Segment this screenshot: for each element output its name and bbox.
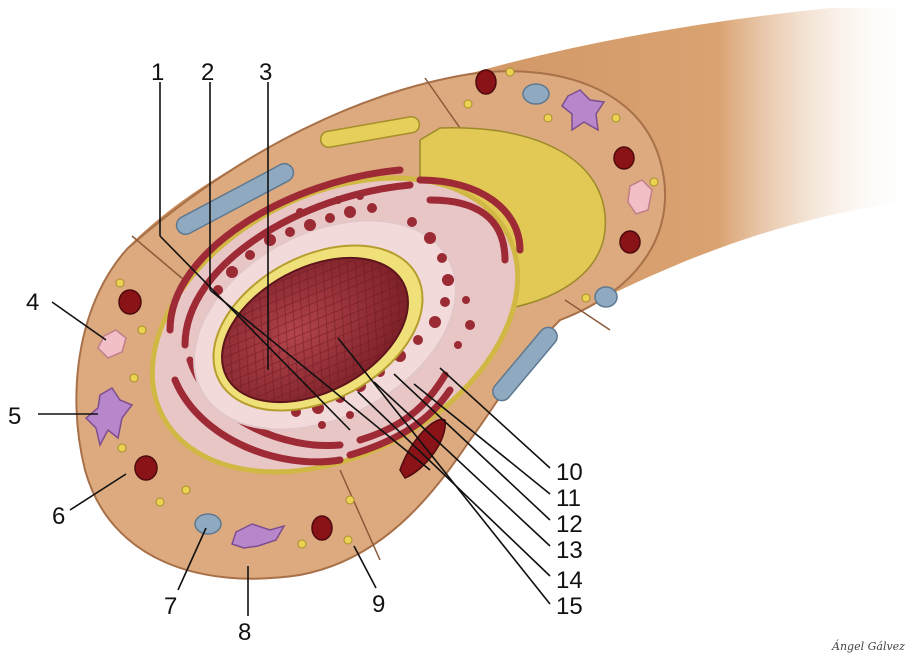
label-10: 10 (556, 459, 583, 486)
label-9: 9 (372, 591, 385, 618)
label-12: 12 (556, 511, 583, 538)
label-2: 2 (201, 59, 214, 86)
artist-signature: Ángel Gálvez (831, 639, 905, 653)
label-5: 5 (8, 403, 21, 430)
label-14: 14 (556, 567, 583, 594)
label-15: 15 (556, 593, 583, 620)
label-11: 11 (556, 485, 581, 512)
label-6: 6 (52, 503, 65, 530)
label-1: 1 (151, 59, 164, 86)
label-7: 7 (164, 593, 177, 620)
label-13: 13 (556, 537, 583, 564)
label-4: 4 (26, 289, 39, 316)
label-3: 3 (259, 59, 272, 86)
label-8: 8 (238, 619, 251, 646)
